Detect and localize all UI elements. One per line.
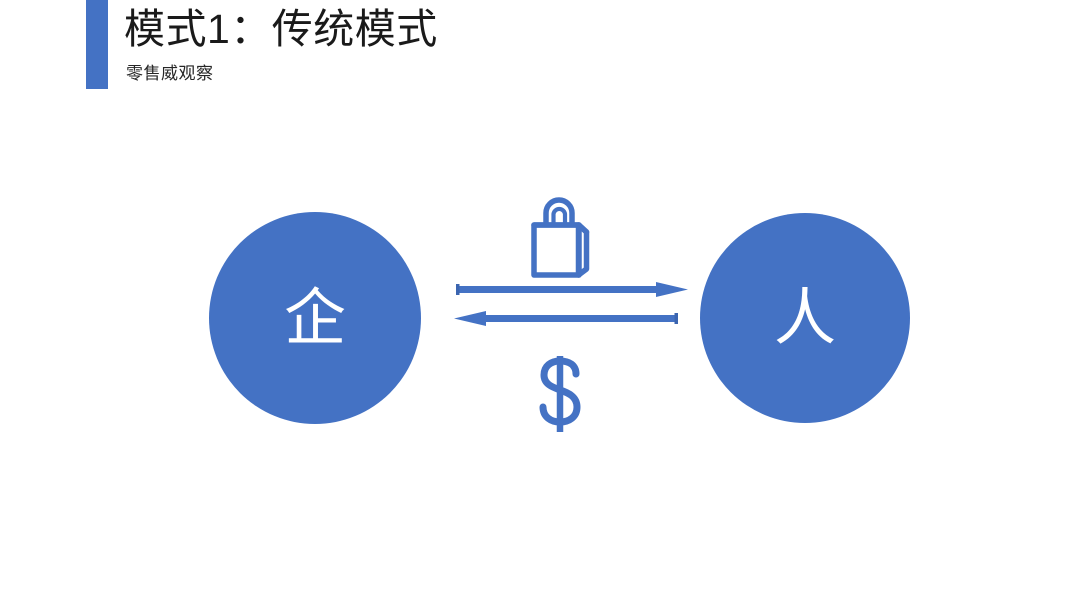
dollar-sign-icon <box>532 352 588 436</box>
title-block: 模式1：传统模式 零售威观察 <box>124 0 824 95</box>
page-title: 模式1：传统模式 <box>124 6 438 52</box>
shopping-bag-icon <box>526 196 592 278</box>
flow-diagram: 企 <box>0 130 1080 530</box>
node-person-label: 人 <box>773 281 836 354</box>
node-enterprise-label: 企 <box>283 281 346 354</box>
arrow-left <box>454 311 678 326</box>
node-person: 人 <box>700 213 910 423</box>
flow-arrows <box>446 282 696 344</box>
page-subtitle: 零售威观察 <box>126 64 214 83</box>
flow-center-group <box>440 190 700 480</box>
title-accent-bar <box>86 0 108 89</box>
node-enterprise: 企 <box>209 212 421 424</box>
arrow-right <box>456 282 688 297</box>
slide-header: 模式1：传统模式 零售威观察 <box>0 0 1080 110</box>
